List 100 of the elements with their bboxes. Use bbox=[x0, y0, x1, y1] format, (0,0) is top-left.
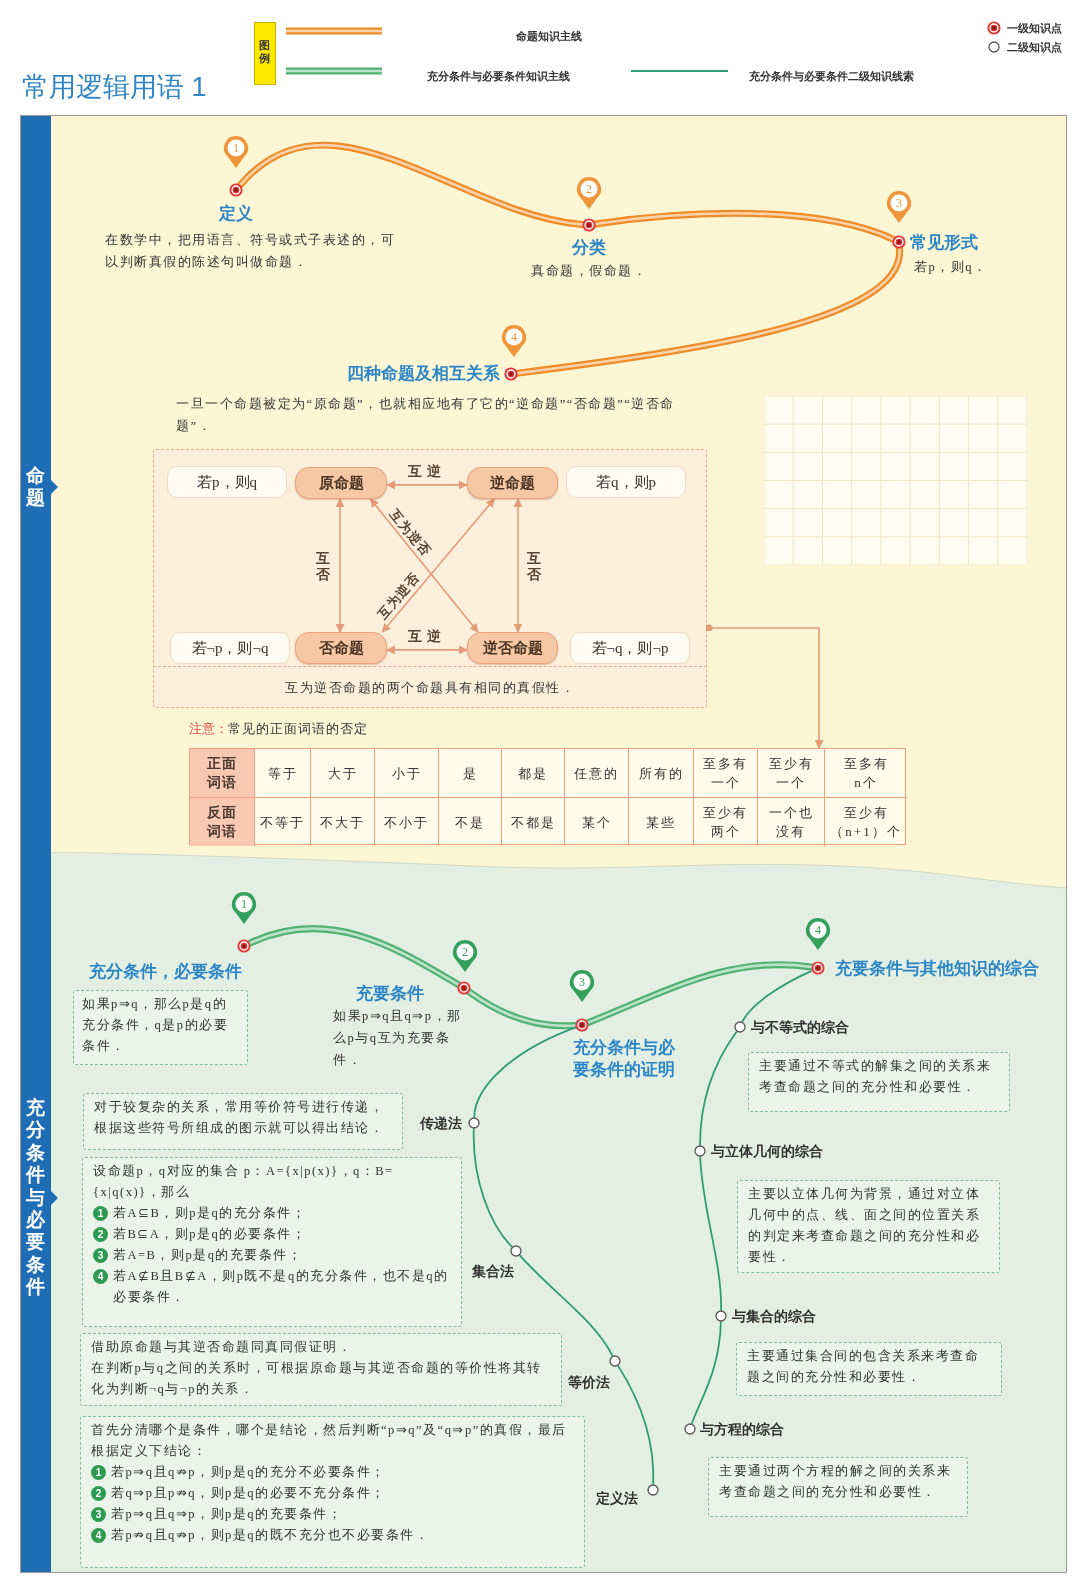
connector-line bbox=[699, 1030, 738, 1147]
connector-line bbox=[617, 1364, 655, 1486]
double-line-connector bbox=[585, 961, 815, 1026]
note-text: 主要通过不等式的解集之间的关系来考查命题之间的充分性和必要性． bbox=[759, 1058, 992, 1096]
edge-label: 互否 bbox=[316, 549, 330, 583]
note-text: 对于较复杂的关系，常用等价符号进行传递，根据这些符号所组成的图示就可以得出结论． bbox=[94, 1099, 385, 1137]
arrow bbox=[369, 498, 479, 633]
method-label: 集合法 bbox=[472, 1262, 514, 1280]
double-line-connector bbox=[237, 141, 586, 228]
table-cell: 都是 bbox=[502, 749, 565, 798]
table-cell: 不大于 bbox=[311, 798, 375, 846]
connector-line bbox=[690, 1320, 722, 1425]
note-text: 主要以立体几何为背景，通过对立体几何中的点、线、面之间的位置关系的判定来考查命题之间的充分性和必要性． bbox=[748, 1186, 981, 1266]
legend-text: 充分条件与必要条件知识主线 bbox=[427, 69, 570, 84]
legend-text: 充分条件与必要条件二级知识线索 bbox=[749, 69, 914, 84]
arrow bbox=[381, 498, 496, 633]
topic-heading: 充分条件与必要条件的证明 bbox=[573, 1037, 676, 1081]
callout-number: 4 bbox=[814, 922, 822, 938]
table-cell: 不都是 bbox=[502, 798, 565, 846]
step-number: 2 bbox=[91, 1486, 106, 1501]
note-text: 借助原命题与其逆否命题同真同假证明． bbox=[91, 1339, 353, 1356]
note-text: 在判断p与q之间的关系时，可根据原命题与其逆否命题的等价性将其转化为判断¬q与¬p的关系． bbox=[91, 1360, 543, 1398]
list-item: 若p⇏q且q⇏p，则p是q的既不充分也不必要条件． bbox=[111, 1527, 430, 1544]
section-heading: 命题 bbox=[26, 464, 45, 510]
proposition-node: 原命题 bbox=[295, 467, 387, 499]
note-text: 主要通过集合间的包含关系来考查命题之间的充分性和必要性． bbox=[747, 1348, 980, 1386]
topic-heading: 充分条件，必要条件 bbox=[89, 961, 242, 983]
method-label: 与集合的综合 bbox=[732, 1307, 816, 1325]
arrow bbox=[513, 498, 523, 633]
table-cell-text: 至少有（n+1）个 bbox=[829, 804, 903, 841]
arrow bbox=[335, 498, 345, 633]
callout-number: 4 bbox=[510, 329, 518, 345]
method-label: 定义法 bbox=[596, 1489, 638, 1507]
edge-label: 互否 bbox=[527, 549, 541, 583]
table-cell: 大于 bbox=[311, 749, 375, 798]
double-line-connector bbox=[592, 209, 897, 243]
step-number: 2 bbox=[93, 1227, 108, 1242]
note-text: 设命题p，q对应的集合 p：A={x|p(x)}，q：B={x|q(x)}，那么 bbox=[93, 1163, 395, 1201]
connector-line bbox=[473, 1026, 577, 1119]
topic-heading: 充要条件与其他知识的综合 bbox=[835, 958, 1039, 980]
topic-heading: 四种命题及相互关系 bbox=[347, 363, 500, 385]
table-cell: 是 bbox=[439, 749, 502, 798]
edge-label: 互为逆否 bbox=[386, 506, 434, 560]
proposition-node: 逆命题 bbox=[467, 467, 558, 499]
page-title: 常用逻辑用语 1 bbox=[22, 71, 207, 104]
arrow bbox=[705, 624, 824, 749]
list-item: 若B⊆A，则p是q的必要条件； bbox=[113, 1226, 308, 1243]
note-text: 互为逆否命题的两个命题具有相同的真假性． bbox=[285, 680, 575, 697]
list-item: 若p⇒q且q⇒p，则p是q的充要条件； bbox=[111, 1506, 343, 1523]
table-cell: 至少有两个 bbox=[694, 798, 758, 846]
table-cell: 至少有一个 bbox=[758, 749, 825, 798]
table-cell: 不小于 bbox=[375, 798, 439, 846]
method-label: 与立体几何的综合 bbox=[711, 1142, 823, 1160]
section-panel bbox=[20, 852, 1067, 1573]
connector-line bbox=[699, 1155, 722, 1312]
table-cell: 所有的 bbox=[629, 749, 694, 798]
callout-number: 3 bbox=[578, 974, 586, 990]
list-item: 若A⊈B且B⊈A，则p既不是q的充分条件，也不是q的必要条件． bbox=[113, 1268, 450, 1306]
statement-card: 若¬q，则¬p bbox=[570, 632, 690, 664]
note-text: 常见的正面词语的否定 bbox=[228, 720, 368, 738]
method-label: 等价法 bbox=[568, 1373, 610, 1391]
topic-heading: 定义 bbox=[219, 203, 253, 225]
callout-number: 2 bbox=[585, 181, 593, 197]
callout-number: 1 bbox=[232, 140, 240, 156]
connector-line bbox=[518, 1254, 614, 1357]
legend-text: 一级知识点 bbox=[1007, 21, 1062, 36]
method-label: 传递法 bbox=[420, 1114, 462, 1132]
body-text: 在数学中，把用语言、符号或式子表述的，可以判断真假的陈述句叫做命题． bbox=[105, 232, 396, 271]
header-cell: 正面词语 bbox=[190, 749, 255, 798]
step-number: 4 bbox=[91, 1528, 106, 1543]
method-label: 与方程的综合 bbox=[700, 1420, 784, 1438]
step-number: 4 bbox=[93, 1269, 108, 1284]
topic-heading: 常见形式 bbox=[910, 232, 978, 254]
callout-number: 1 bbox=[240, 896, 248, 912]
statement-card: 若q，则p bbox=[566, 466, 686, 498]
table-cell: 不是 bbox=[439, 798, 502, 846]
arrow bbox=[386, 645, 468, 655]
table-cell: 至多有n个 bbox=[825, 749, 907, 798]
double-line-connector bbox=[514, 245, 904, 377]
table-cell: 任意的 bbox=[565, 749, 629, 798]
body-text: 真命题，假命题． bbox=[531, 263, 647, 280]
body-text: 一旦一个命题被定为“原命题”，也就相应地有了它的“逆命题”“否命题”“逆否命题”． bbox=[176, 396, 676, 435]
dashed-note: 如果p⇒q，那么p是q的充分条件，q是p的必要条件． bbox=[73, 990, 248, 1065]
step-number: 3 bbox=[93, 1248, 108, 1263]
topic-heading: 充要条件 bbox=[356, 983, 424, 1005]
legend-text: 二级知识点 bbox=[1007, 40, 1062, 55]
section-heading: 充分条件与必要条件 bbox=[26, 1097, 45, 1299]
legend-text: 命题知识主线 bbox=[516, 29, 582, 44]
proposition-node: 否命题 bbox=[295, 632, 387, 664]
note-text: 首先分清哪个是条件，哪个是结论，然后判断“p⇒q”及“q⇒p”的真假，最后根据定义下结论： bbox=[91, 1422, 568, 1460]
header-cell: 反面词语 bbox=[190, 798, 255, 846]
legend-title: 图例 bbox=[254, 22, 276, 85]
connector-line bbox=[472, 1127, 513, 1248]
list-item: 若q⇒p且p⇏q，则p是q的必要不充分条件； bbox=[111, 1485, 387, 1502]
method-label: 与不等式的综合 bbox=[751, 1018, 849, 1036]
edge-label: 互为逆否 bbox=[374, 569, 424, 623]
arrow bbox=[386, 480, 468, 490]
table-cell: 小于 bbox=[375, 749, 439, 798]
list-item: 若A=B，则p是q的充要条件； bbox=[113, 1247, 304, 1264]
table-cell: 不等于 bbox=[255, 798, 311, 846]
